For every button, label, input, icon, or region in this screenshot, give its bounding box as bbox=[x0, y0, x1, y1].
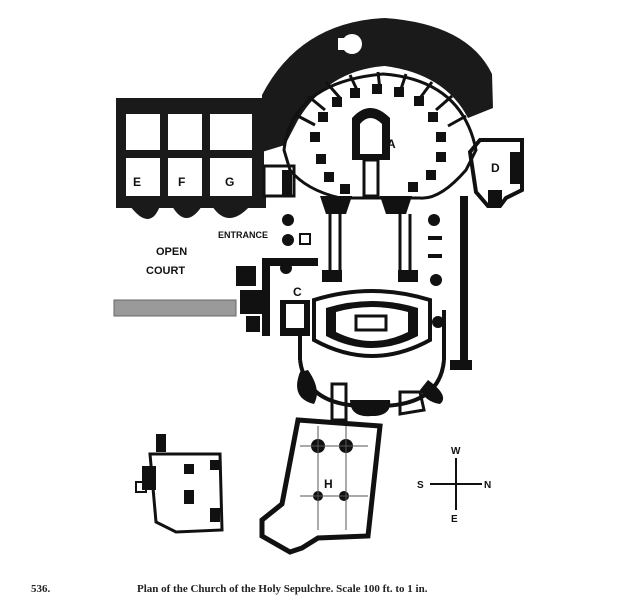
label-g: G bbox=[225, 175, 234, 189]
figure-caption: 536. Plan of the Church of the Holy Sepu… bbox=[0, 583, 628, 603]
label-entrance: ENTRANCE bbox=[218, 230, 268, 240]
chapel-h bbox=[259, 382, 426, 555]
crypt-plan bbox=[135, 434, 224, 534]
label-a: A bbox=[387, 137, 396, 151]
compass-rose: W E S N bbox=[417, 446, 491, 525]
label-b: B bbox=[366, 129, 375, 143]
label-d: D bbox=[491, 161, 500, 175]
chapel-c bbox=[236, 258, 318, 336]
compass-n: N bbox=[484, 480, 491, 491]
compass-w: W bbox=[451, 446, 461, 457]
caption-text: Plan of the Church of the Holy Sepulchre… bbox=[137, 583, 428, 595]
compass-e: E bbox=[451, 514, 458, 525]
chapel-d bbox=[467, 138, 524, 208]
entrance-porch bbox=[262, 164, 311, 245]
label-court: COURT bbox=[146, 265, 185, 277]
label-c: C bbox=[293, 285, 302, 299]
court-wall bbox=[113, 299, 237, 317]
nave bbox=[280, 196, 472, 417]
figure-number: 536. bbox=[31, 583, 51, 595]
compass-s: S bbox=[417, 480, 424, 491]
chapels-efg bbox=[116, 98, 266, 219]
rotunda bbox=[262, 18, 493, 200]
label-f: F bbox=[178, 175, 185, 189]
label-h: H bbox=[324, 477, 333, 491]
label-e: E bbox=[133, 175, 141, 189]
label-open: OPEN bbox=[156, 246, 187, 258]
